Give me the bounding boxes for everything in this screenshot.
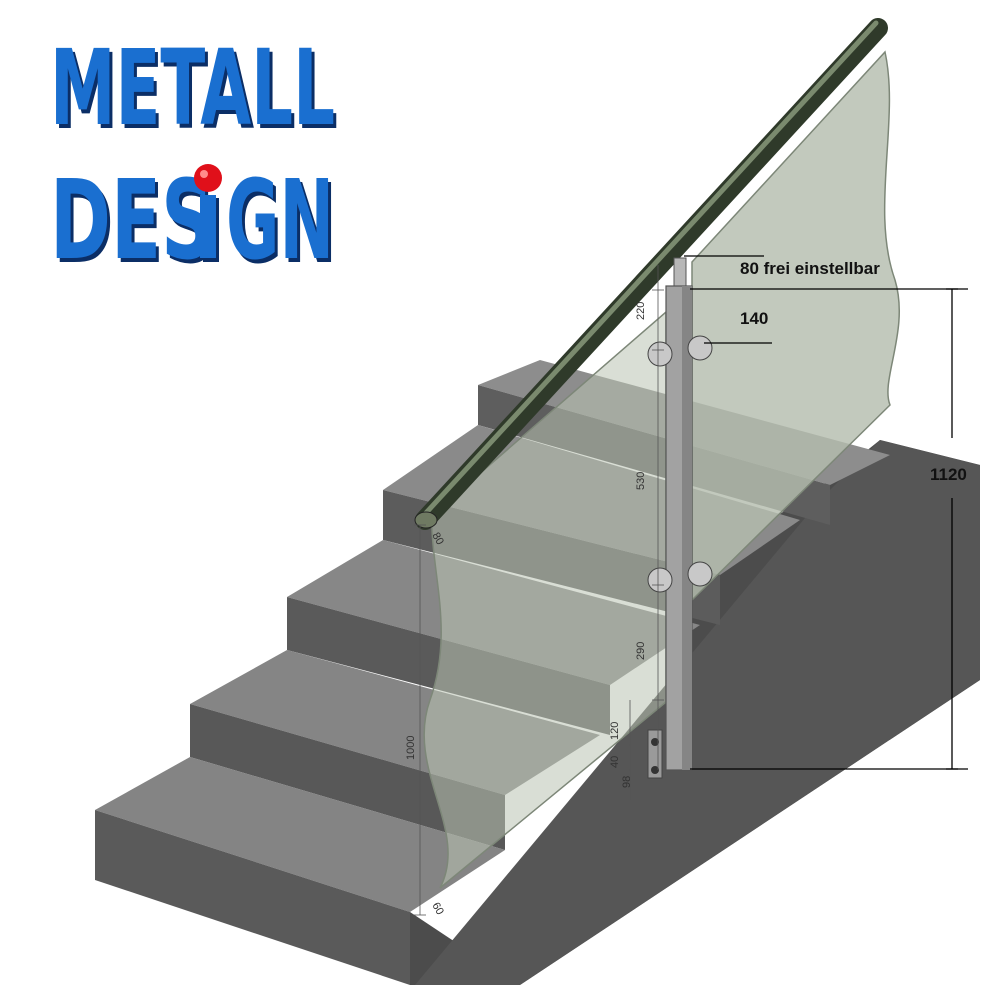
logo-line1-shadow: METALL [53, 31, 338, 153]
logo-line2b: GN [226, 156, 334, 284]
stair-step-2-front [190, 704, 505, 850]
callout-bracket-offset: 140 [740, 309, 768, 328]
logo-i-stem [200, 195, 216, 258]
metall-design-logo: METALL METALL DES DES GN GN [50, 27, 338, 288]
callout-labels: 80 frei einstellbar 140 1120 [740, 259, 967, 484]
dimension-lines [684, 255, 968, 770]
stair-step-1-top [95, 757, 505, 912]
post-shade [682, 286, 692, 770]
dim-label-1000: 1000 [405, 736, 417, 760]
handrail-tube [415, 18, 888, 530]
dim-label-290: 290 [635, 642, 647, 660]
dim-label-530: 530 [635, 472, 647, 490]
callout-adjustable: 80 frei einstellbar [740, 259, 880, 278]
stair-step-1-front [95, 810, 410, 985]
dim-label-40: 40 [609, 756, 621, 768]
glass-clamp-upper [647, 335, 713, 367]
logo-line2a-shadow: DES [53, 160, 217, 288]
glass-panels [423, 50, 900, 889]
dimension-lines-thin [414, 265, 664, 916]
dim-label-60: 60 [429, 901, 446, 918]
logo-line2b-shadow: GN [229, 160, 337, 288]
dim-label-120: 120 [609, 722, 621, 740]
anchor-bolt-1 [651, 738, 659, 746]
anchor-bolt-2 [651, 766, 659, 774]
logo-line2a: DES [50, 156, 214, 284]
glass-clamp-lower [647, 561, 713, 593]
glass-panel-upper [691, 50, 900, 602]
logo-red-dot [194, 164, 222, 192]
callout-total-height: 1120 [930, 465, 967, 484]
glass-panel-lower [423, 310, 667, 889]
dim-label-80: 80 [429, 531, 446, 548]
stair-side-face [415, 440, 980, 985]
handrail-end-cap [414, 511, 438, 529]
handrail-highlight [422, 20, 879, 517]
dimension-labels: 220 530 290 120 40 98 1000 80 60 [405, 302, 647, 917]
railing-post [647, 257, 713, 779]
dim-label-220: 220 [635, 302, 647, 320]
post-adjustable-tube [673, 257, 687, 289]
logo-line1: METALL [50, 27, 335, 149]
handrail [414, 18, 888, 530]
dim-label-98: 98 [621, 776, 633, 788]
